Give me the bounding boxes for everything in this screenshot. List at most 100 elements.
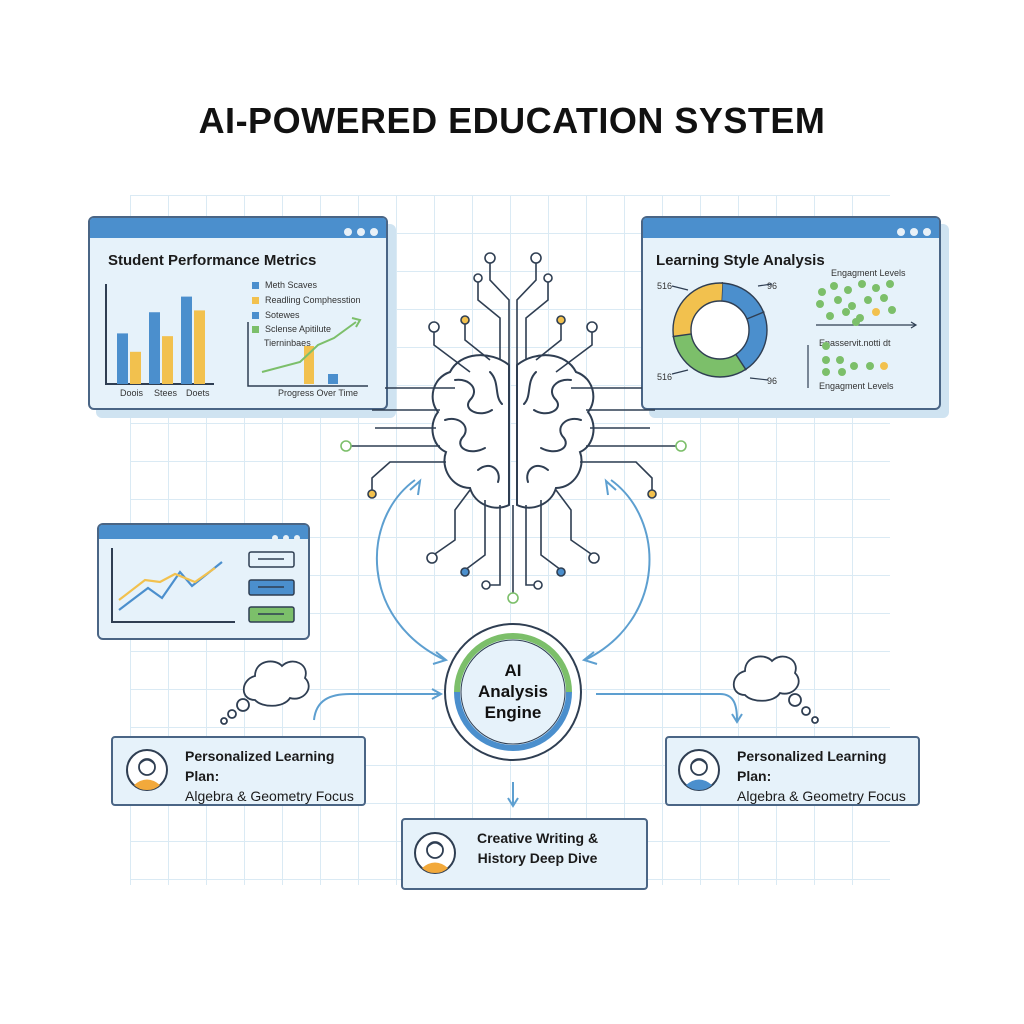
plan-bottom-text: Creative Writing & History Deep Dive — [477, 828, 598, 868]
plan-bottom-line2: History Deep Dive — [477, 850, 598, 866]
x-label-3: Doets — [186, 388, 210, 398]
bar-blue-3 — [181, 296, 192, 384]
bar-yellow-1 — [130, 351, 141, 384]
bar-blue-2 — [149, 312, 160, 384]
engagement-dot-17 — [852, 318, 860, 326]
engagement-dot-8 — [834, 296, 842, 304]
engine-line3: Engine — [484, 703, 542, 722]
x-label-1: Doois — [120, 388, 144, 398]
engagement-dot-3 — [844, 286, 852, 294]
window-titlebar — [99, 525, 308, 541]
brain-circuit-lines — [345, 262, 681, 595]
legend-reading: Readling Comphesstion — [252, 295, 361, 305]
engagement-dot-1 — [818, 288, 826, 296]
donut-label-2: 96 — [767, 281, 778, 291]
flow-arrows — [313, 478, 743, 808]
plan-right-text: Personalized Learning Plan: Algebra & Ge… — [737, 746, 918, 806]
x-label-2: Stees — [154, 388, 178, 398]
circuit-nodes — [340, 252, 687, 604]
plan-card-bottom[interactable]: Creative Writing & History Deep Dive — [401, 818, 648, 890]
engagement-dot-20 — [836, 356, 844, 364]
trend-chart — [111, 548, 295, 623]
legend-science: Sclense Apitilute — [252, 324, 331, 334]
engagement-dot-11 — [880, 294, 888, 302]
window-titlebar — [643, 218, 939, 238]
legend-sotewes: Sotewes — [252, 310, 300, 320]
donut-slice-2 — [735, 312, 767, 370]
progress-axes — [247, 322, 368, 387]
engagement-scatter — [807, 321, 918, 388]
engagement-dot-22 — [866, 362, 874, 370]
progress-over-time-label: Progress Over Time — [278, 388, 359, 398]
donut-label-3: 516 — [657, 372, 673, 382]
bar-blue-1 — [117, 333, 128, 384]
plan-bottom-line1: Creative Writing & — [477, 830, 599, 846]
plan-card-right[interactable]: Personalized Learning Plan: Algebra & Ge… — [665, 736, 920, 806]
engagement-dot-12 — [826, 312, 834, 320]
brain-icon — [431, 354, 595, 509]
plan-right-line2: Algebra & Geometry Focus — [737, 788, 906, 804]
student-panel-title: Student Performance Metrics — [108, 252, 317, 269]
engine-line2: Analysis — [478, 682, 548, 701]
window-controls — [339, 223, 378, 241]
engagement-levels-top: Engagment Levels — [831, 268, 906, 278]
engagement-dot-7 — [816, 300, 824, 308]
timeline-label: Tierninbaes — [264, 338, 311, 348]
engagement-dot-2 — [830, 282, 838, 290]
learning-style-donut — [671, 282, 773, 381]
engagement-dot-16 — [888, 306, 896, 314]
engagement-dot-19 — [822, 356, 830, 364]
donut-slice-4 — [673, 283, 723, 337]
bar-yellow-2 — [162, 336, 173, 384]
engagement-dot-9 — [848, 302, 856, 310]
donut-slice-1 — [720, 283, 764, 320]
student-chart-axes — [105, 284, 214, 385]
plan-right-line1: Personalized Learning Plan: — [737, 748, 887, 784]
donut-leader-3 — [671, 369, 689, 375]
engagement-dot-4 — [858, 280, 866, 288]
plan-card-left[interactable]: Personalized Learning Plan: Algebra & Ge… — [111, 736, 366, 806]
window-titlebar — [90, 218, 386, 238]
student-avatar-icon — [678, 749, 720, 791]
ai-engine-icon — [444, 623, 582, 761]
engagement-dot-18 — [822, 342, 830, 350]
plan-left-line2: Algebra & Geometry Focus — [185, 788, 354, 804]
engagement-dot-5 — [872, 284, 880, 292]
student-avatar-icon — [414, 832, 456, 874]
engagement-dot-21 — [850, 362, 858, 370]
donut-leader-1 — [671, 285, 689, 291]
legend-math: Meth Scaves — [252, 280, 317, 290]
window-controls — [892, 223, 931, 241]
engagement-dot-15 — [872, 308, 880, 316]
engagement-dot-6 — [886, 280, 894, 288]
progress-line — [261, 321, 357, 373]
engagement-dot-25 — [838, 368, 846, 376]
engagement-levels-bottom: Engagment Levels — [819, 381, 894, 391]
donut-hole — [690, 300, 750, 360]
engagement-dot-23 — [880, 362, 888, 370]
progress-bar-yellow — [304, 346, 314, 384]
window-controls — [267, 528, 300, 546]
student-avatar-icon — [126, 749, 168, 791]
engagement-dot-10 — [864, 296, 872, 304]
engine-line1: AI — [504, 661, 522, 680]
donut-divider-3 — [734, 353, 747, 371]
engagement-mid-label: Enasservit.notti dt — [819, 338, 891, 348]
engagement-dots — [816, 280, 896, 376]
donut-leader-4 — [749, 377, 769, 381]
ai-engine-label: AI Analysis Engine — [465, 660, 561, 723]
thought-bubble-right-icon — [732, 655, 819, 724]
plan-left-line1: Personalized Learning Plan: — [185, 748, 335, 784]
donut-outer-ring — [672, 282, 768, 378]
donut-label-1: 516 — [657, 281, 673, 291]
engagement-dot-13 — [842, 308, 850, 316]
donut-divider-4 — [672, 333, 693, 338]
donut-slice-3 — [673, 333, 746, 377]
student-bar-chart — [105, 284, 368, 387]
bar-yellow-3 — [194, 310, 205, 384]
progress-arrowhead — [351, 317, 362, 328]
engagement-dot-24 — [822, 368, 830, 376]
thought-bubble-left-icon — [220, 660, 310, 725]
donut-label-4: 96 — [767, 376, 778, 386]
